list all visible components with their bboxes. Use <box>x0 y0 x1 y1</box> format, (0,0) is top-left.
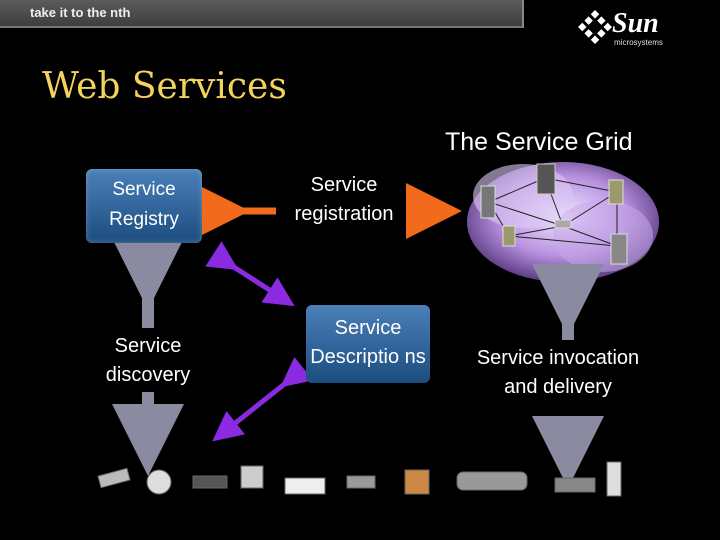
discovery-arrow-upper <box>205 241 295 307</box>
discovery-arrow-lower <box>212 356 314 442</box>
top-banner: take it to the nth <box>0 0 524 28</box>
service-grid-cloud <box>463 156 661 286</box>
service-registry-box: Service Registry <box>86 169 202 243</box>
sun-diamond-icon <box>578 10 612 44</box>
registration-label: Service registration <box>294 174 394 225</box>
registry-label: Service Registry <box>109 179 179 230</box>
logo-sub: microsystems <box>614 38 663 47</box>
invocation-label: Service invocation and delivery <box>476 347 640 398</box>
device-icons <box>95 458 635 500</box>
logo-word: Sun <box>612 8 659 39</box>
grid-title: The Service Grid <box>445 128 633 156</box>
slide-title: Web Services <box>42 66 287 107</box>
server-icon <box>480 163 628 265</box>
service-descriptions-box: Service Descriptio ns <box>306 305 430 383</box>
descriptions-label: Service Descriptio ns <box>310 317 426 368</box>
sun-logo-icon: Sun microsystems <box>578 8 670 50</box>
discovery-label: Service discovery <box>105 335 191 386</box>
tagline: take it to the nth <box>30 5 131 20</box>
